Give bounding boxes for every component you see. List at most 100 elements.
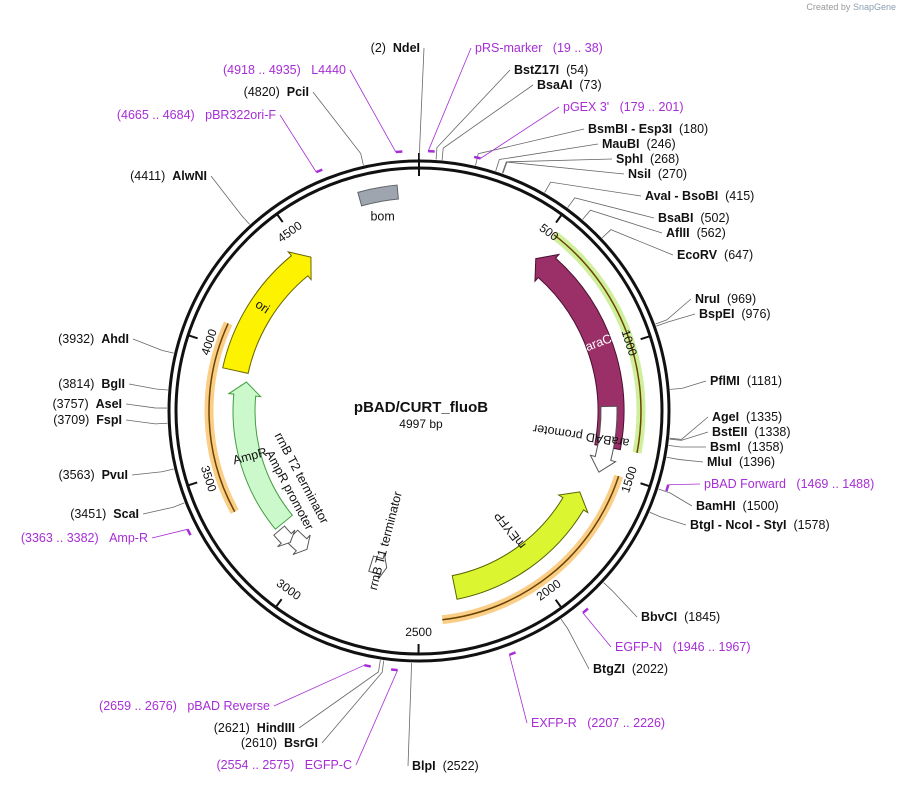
- site-label-nrui: NruI (969): [695, 292, 756, 306]
- site-leader: [125, 419, 168, 425]
- feature-highlight-line: [553, 234, 642, 453]
- site-position: (73): [579, 78, 601, 92]
- site-leader: [441, 84, 534, 161]
- feature-ampr: [227, 381, 294, 530]
- site-leader: [655, 298, 692, 325]
- primer-leader: [582, 612, 612, 648]
- primer-leader: [355, 669, 398, 766]
- primer-leader: [668, 483, 701, 486]
- site-leader: [321, 660, 385, 744]
- site-name: AvaI - BsoBI: [645, 189, 718, 203]
- site-label-pcii: (4820) PciI: [244, 85, 309, 99]
- feature-highlight-layer: [204, 231, 646, 625]
- site-position: (502): [700, 211, 729, 225]
- backbone: [167, 153, 671, 663]
- primer-name: pBAD Forward: [704, 477, 786, 491]
- site-name: BstEII: [712, 425, 747, 439]
- site-position: (1335): [746, 410, 782, 424]
- site-name: MauBI: [602, 137, 640, 151]
- site-position: (3757): [53, 397, 89, 411]
- site-position: (415): [725, 189, 754, 203]
- site-position: (976): [741, 307, 770, 321]
- site-name: BsaBI: [658, 211, 693, 225]
- snapgene-brand: SnapGene: [852, 2, 896, 12]
- site-position: (562): [697, 226, 726, 240]
- site-label-nsii: NsiI (270): [628, 167, 687, 181]
- primer-leader: [509, 654, 528, 724]
- site-name: AlwNI: [172, 169, 207, 183]
- tick-mark: [188, 334, 198, 340]
- tick-mark: [640, 335, 650, 341]
- feature-highlight-line: [208, 323, 236, 513]
- site-label-pvui: (3563) PvuI: [59, 468, 129, 482]
- site-name: BtgI - NcoI - StyI: [690, 518, 787, 532]
- site-name: EcoRV: [677, 248, 718, 262]
- primer-mark: [473, 155, 481, 160]
- primer-range: (19 .. 38): [553, 41, 603, 55]
- site-position: (3814): [58, 377, 94, 391]
- feature-rrnb-t2-terminator: [273, 525, 296, 548]
- site-position: (647): [724, 248, 753, 262]
- site-label-mlui: MluI (1396): [707, 455, 775, 469]
- site-leader: [298, 659, 381, 729]
- site-name: NsiI: [628, 167, 651, 181]
- site-label-pflmi: PflMI (1181): [710, 374, 782, 388]
- primer-name: L4440: [311, 63, 346, 77]
- site-name: BlpI: [412, 759, 436, 773]
- primer-leader: [273, 664, 365, 707]
- primer-label-pbr322ori-f: (4665 .. 4684) pBR322ori-F: [117, 108, 276, 122]
- site-leader: [142, 502, 185, 515]
- site-leader: [131, 468, 174, 476]
- site-leader: [656, 313, 696, 327]
- site-name: BsaAI: [537, 78, 572, 92]
- site-position: (4820): [244, 85, 280, 99]
- tick-label: 2500: [405, 625, 432, 639]
- primer-leader: [349, 69, 397, 153]
- site-position: (1578): [793, 518, 829, 532]
- site-name: HindIII: [257, 721, 295, 735]
- leader-lines: [125, 47, 709, 767]
- site-position: (2522): [443, 759, 479, 773]
- snapgene-watermark: Created by SnapGene: [806, 2, 896, 12]
- primer-name: EGFP-N: [615, 640, 662, 654]
- site-leader: [601, 229, 674, 256]
- feature-ori: [222, 251, 312, 374]
- plasmid-name: pBAD/CURT_fluoB: [354, 399, 488, 416]
- site-leader: [670, 380, 707, 390]
- primer-name: pRS-marker: [475, 41, 542, 55]
- site-name: NruI: [695, 292, 720, 306]
- primer-label-exfp-r: EXFP-R (2207 .. 2226): [531, 716, 665, 730]
- site-name: FspI: [96, 413, 122, 427]
- site-label-bamhi: BamHI (1500): [696, 499, 779, 513]
- site-name: ScaI: [113, 507, 139, 521]
- site-leader: [501, 158, 613, 174]
- site-leader: [419, 47, 425, 160]
- site-leader: [544, 181, 642, 197]
- site-position: (3932): [58, 332, 94, 346]
- primer-range: (4665 .. 4684): [117, 108, 195, 122]
- site-label-bsrgi: (2610) BsrGI: [241, 736, 318, 750]
- site-label-fspi: (3709) FspI: [53, 413, 122, 427]
- site-label-bsmi: BsmI (1358): [710, 440, 784, 454]
- site-position: (1396): [739, 455, 775, 469]
- site-leader: [435, 69, 511, 160]
- site-leader: [669, 416, 709, 440]
- site-name: PflMI: [710, 374, 740, 388]
- site-name: PciI: [287, 85, 309, 99]
- site-position: (4411): [130, 169, 165, 183]
- feature-label-meyfp: mEYFP: [491, 509, 528, 552]
- site-name: AgeI: [712, 410, 739, 424]
- primer-range: (1469 .. 1488): [796, 477, 874, 491]
- site-leader: [407, 662, 412, 767]
- site-position: (969): [727, 292, 756, 306]
- primer-label-pgex-3: pGEX 3' (179 .. 201): [563, 100, 684, 114]
- site-leader: [312, 91, 364, 166]
- feature-rrnb-t1-terminator: [368, 553, 388, 580]
- feature-arabad-promoter: [589, 405, 618, 473]
- site-leader: [669, 431, 709, 441]
- primer-mark: [582, 607, 589, 614]
- site-position: (2): [371, 41, 386, 55]
- primer-mark: [395, 150, 403, 154]
- site-label-bsaai: BsaAI (73): [537, 78, 602, 92]
- site-name: BamHI: [696, 499, 736, 513]
